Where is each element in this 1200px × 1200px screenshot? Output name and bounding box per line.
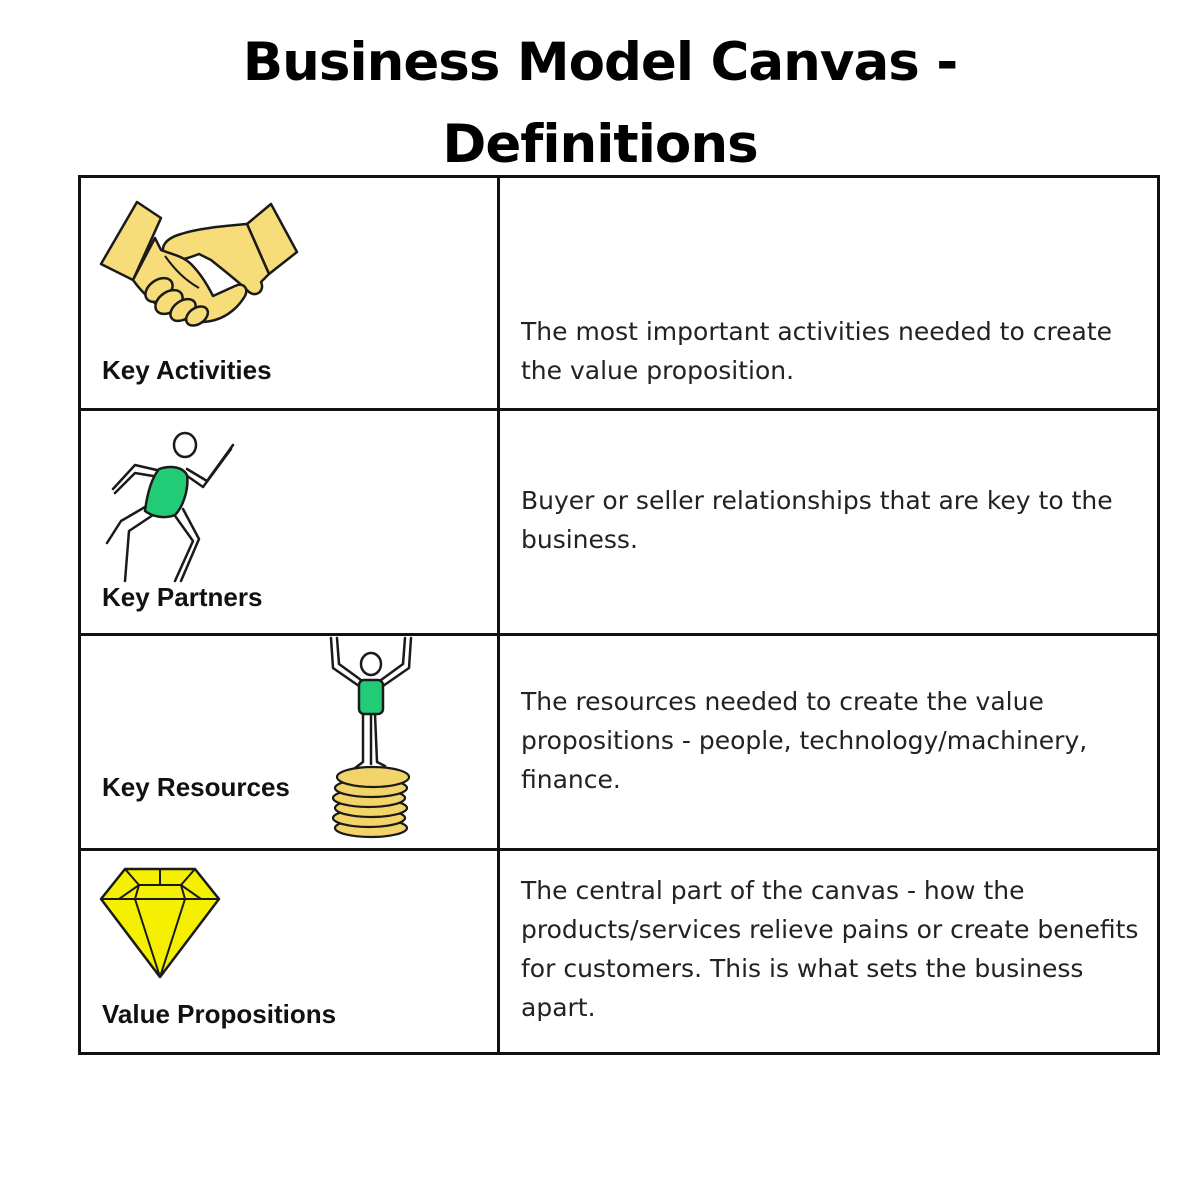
- definition-text: The resources needed to create the value…: [521, 687, 1088, 794]
- term-cell: Key Partners: [81, 411, 497, 633]
- row-divider: [81, 848, 1157, 851]
- term-label: Key Partners: [102, 582, 263, 612]
- page-title-line-1: Business Model Canvas -: [242, 32, 958, 93]
- table-row-key-activities: Key Activities The most important activi…: [81, 178, 1157, 408]
- definition-cell: The most important activities needed to …: [500, 178, 1157, 408]
- definition-cell: Buyer or seller relationships that are k…: [500, 411, 1157, 633]
- term-label: Value Propositions: [102, 999, 337, 1029]
- figure-on-coins-icon: [329, 636, 413, 839]
- definition-text: The central part of the canvas - how the…: [521, 876, 1139, 1022]
- definition-text: Buyer or seller relationships that are k…: [521, 486, 1113, 554]
- term-cell: Value Propositions: [81, 851, 497, 1052]
- handshake-icon: [99, 200, 299, 327]
- page-title-line-2: Definitions: [442, 114, 758, 175]
- row-divider: [81, 633, 1157, 636]
- running-figure-icon: [105, 431, 235, 583]
- term-label: Key Resources: [102, 772, 290, 802]
- page-title: Business Model Canvas - Definitions: [0, 22, 1200, 186]
- term-cell: Key Activities: [81, 178, 497, 408]
- table-row-key-partners: Key Partners Buyer or seller relationshi…: [81, 411, 1157, 633]
- term-cell: Key Resources: [81, 636, 497, 848]
- definitions-table: Key Activities The most important activi…: [78, 175, 1160, 1055]
- definition-cell: The central part of the canvas - how the…: [500, 851, 1157, 1052]
- diamond-icon: [99, 867, 221, 979]
- row-divider: [81, 408, 1157, 411]
- definition-cell: The resources needed to create the value…: [500, 636, 1157, 848]
- definition-text: The most important activities needed to …: [521, 317, 1113, 385]
- table-row-key-resources: Key Resources The resources needed to cr…: [81, 636, 1157, 848]
- column-divider: [497, 178, 500, 1052]
- term-label: Key Activities: [102, 355, 272, 385]
- table-row-value-propositions: Value Propositions The central part of t…: [81, 851, 1157, 1052]
